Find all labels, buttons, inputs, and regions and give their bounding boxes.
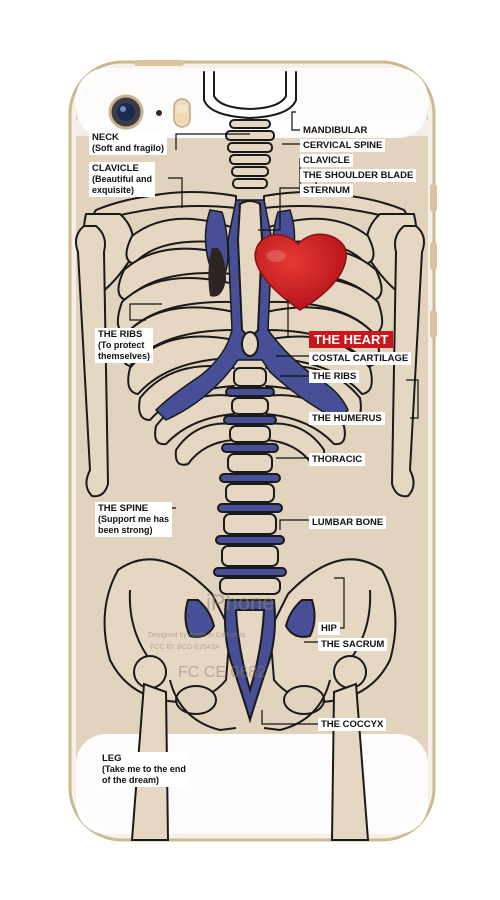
label-spine: THE SPINE (Support me has been strong) [95, 502, 173, 537]
label-cervical-spine: CERVICAL SPINE [300, 139, 386, 152]
label-costal-cartilage: COSTAL CARTILAGE [309, 352, 412, 365]
label-clavicle-left-sub2: exquisite) [92, 185, 135, 195]
label-spine-title: THE SPINE [98, 503, 149, 514]
label-neck: NECK (Soft and fragilo) [89, 131, 167, 155]
heart-icon [254, 233, 347, 311]
label-ribs-left-sub1: (To protect [98, 340, 145, 350]
fcc-watermark: FCC ID: BCG-E2642A [150, 644, 220, 651]
label-thoracic: THORACIC [309, 453, 366, 466]
camera-lens-icon [108, 94, 144, 130]
label-lumbar: LUMBAR BONE [309, 516, 387, 529]
sternum-drawing [236, 200, 264, 357]
label-sternum: STERNUM [300, 184, 353, 197]
label-humerus: THE HUMERUS [309, 412, 385, 425]
label-coccyx: THE COCCYX [318, 718, 387, 731]
label-ribs-right: THE RIBS [309, 370, 360, 383]
label-spine-sub1: (Support me has [98, 514, 170, 524]
mute-switch-icon [134, 60, 184, 66]
marks-watermark: FC CE 0682 [178, 664, 267, 681]
label-clavicle-right: CLAVICLE [300, 154, 353, 167]
shadow-drawing [208, 248, 226, 297]
designed-watermark: Designed by Apple in California [148, 632, 246, 639]
label-clavicle-left: CLAVICLE (Beautiful and exquisite) [89, 162, 155, 197]
label-ribs-left-title: THE RIBS [98, 329, 143, 340]
flash-icon [173, 98, 191, 128]
label-neck-sub: (Soft and fragilo) [92, 143, 164, 153]
label-clavicle-left-sub1: (Beautiful and [92, 174, 152, 184]
label-leg-sub1: (Take me to the end [102, 764, 186, 774]
label-spine-sub2: been strong) [98, 525, 153, 535]
volume-button-icon [430, 184, 437, 212]
label-leg-sub2: of the dream) [102, 775, 160, 785]
label-clavicle-left-title: CLAVICLE [92, 163, 139, 174]
label-ribs-left: THE RIBS (To protect themselves) [95, 328, 154, 363]
label-shoulder-blade: THE SHOULDER BLADE [300, 169, 417, 182]
label-ribs-left-sub2: themselves) [98, 351, 151, 361]
volume-button-icon [430, 242, 437, 270]
label-heart: THE HEART [309, 331, 394, 348]
mic-dot-icon [156, 110, 162, 116]
label-leg: LEG (Take me to the end of the dream) [99, 752, 189, 787]
volume-button-icon [430, 310, 437, 338]
spine-drawing [213, 367, 287, 595]
label-leg-title: LEG [102, 753, 122, 764]
label-neck-title: NECK [92, 132, 119, 143]
label-sacrum: THE SACRUM [318, 638, 388, 651]
label-mandibular: MANDIBULAR [300, 124, 371, 137]
brand-watermark: iPhone [206, 590, 275, 615]
label-hip: HIP [318, 622, 340, 635]
